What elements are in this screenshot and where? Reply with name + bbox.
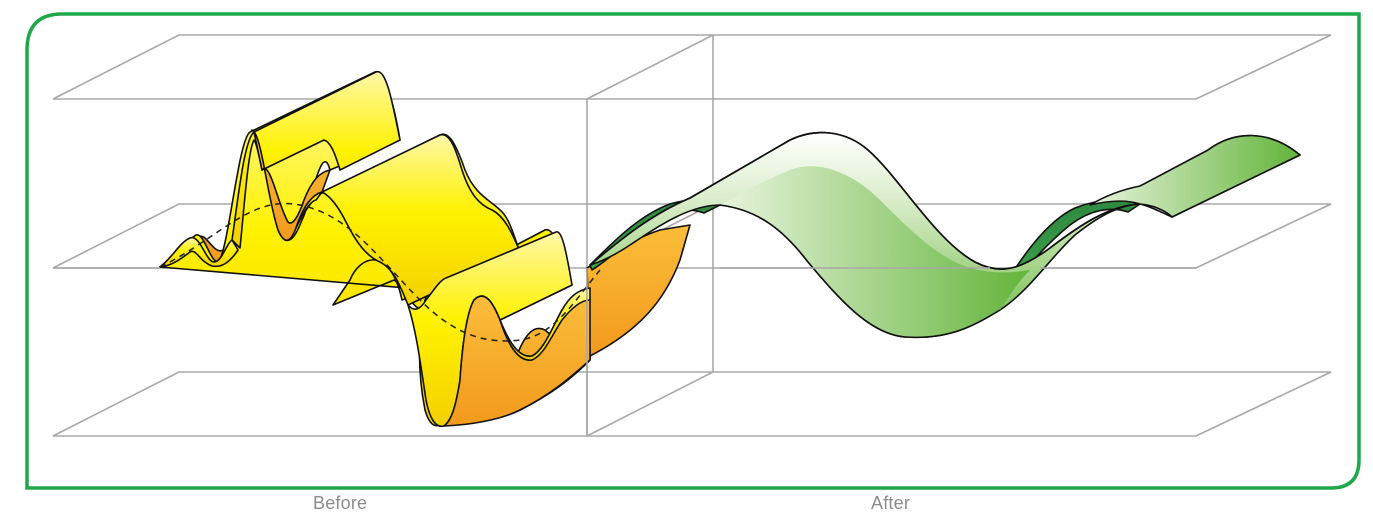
before-ribbon [159,71,591,428]
caption-after: After [871,493,911,513]
after-wave [589,131,1301,339]
underlying-signal-dashed [159,202,601,342]
caption-before: Before [313,493,368,513]
after-wave-tail [1089,134,1301,218]
before-wave-back-3 [586,224,691,357]
frame-border [25,12,1361,490]
plane-front-edges [53,267,1196,436]
after-wave-lower-face [720,166,1030,338]
after-wave-back-2 [999,199,1141,293]
